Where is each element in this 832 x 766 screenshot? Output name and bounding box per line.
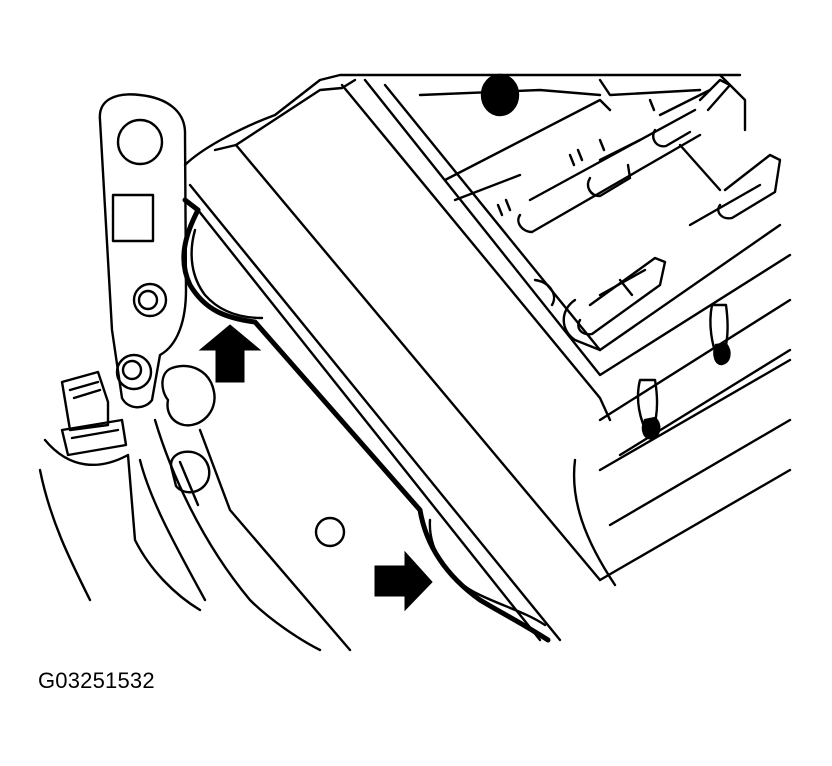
sensor-connector bbox=[38, 370, 202, 612]
lower-arrow-icon bbox=[374, 550, 433, 612]
cover-studs bbox=[572, 298, 792, 587]
figure-id-label: G03251532 bbox=[38, 668, 155, 693]
valve-cover-housing bbox=[183, 73, 792, 642]
engine-block bbox=[138, 364, 352, 652]
upper-arrow-icon bbox=[198, 324, 262, 383]
valve-train bbox=[443, 78, 782, 336]
mounting-bracket bbox=[98, 93, 188, 409]
gasket-flange bbox=[181, 197, 551, 643]
gasket-location-diagram bbox=[38, 73, 792, 652]
